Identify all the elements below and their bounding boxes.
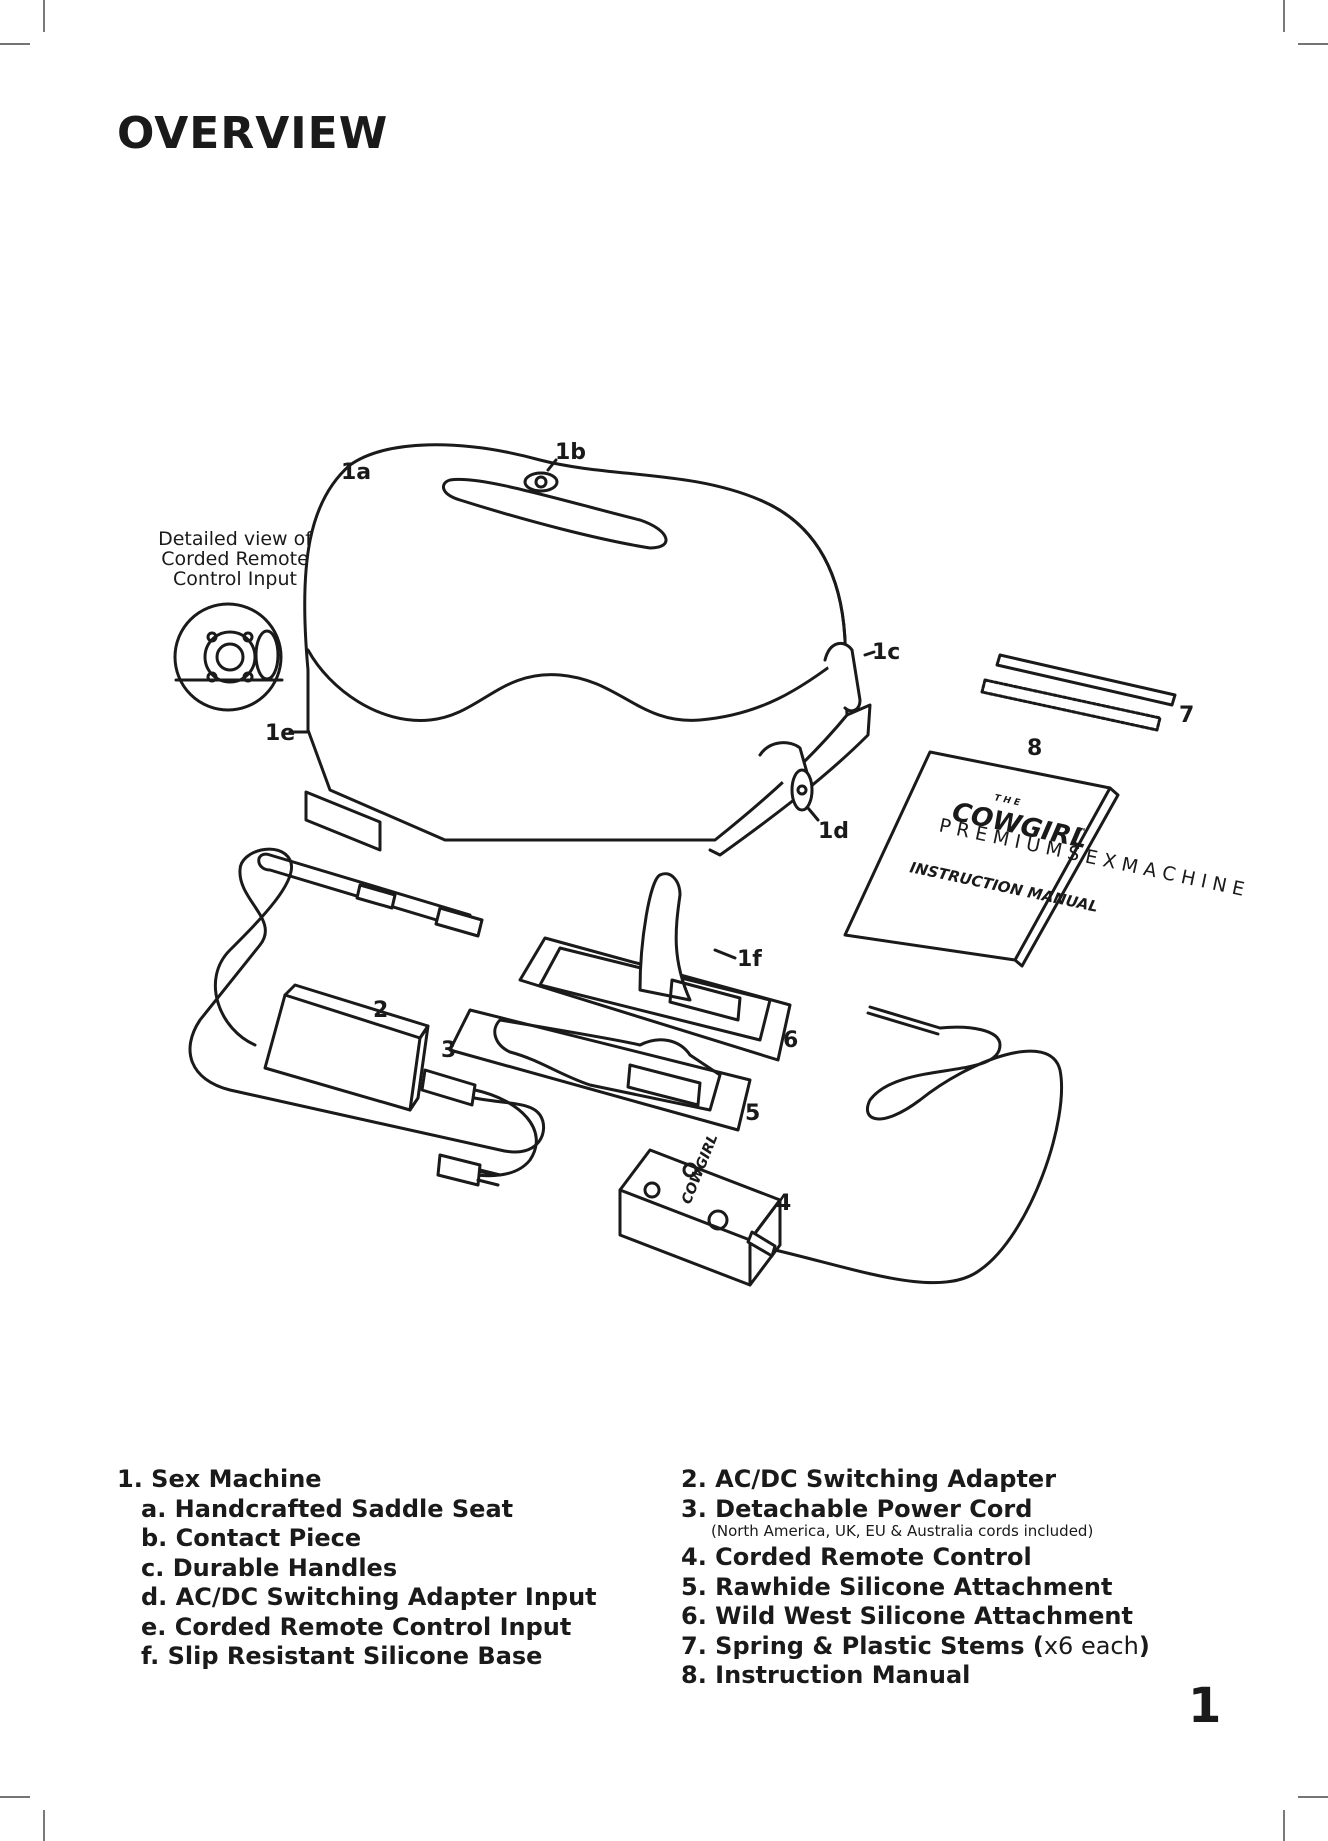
list-item-3: 3. Detachable Power Cord — [681, 1494, 1033, 1523]
remote-input-detail-view — [173, 602, 284, 712]
list-item-7: 7. Spring & Plastic Stems (x6 each) — [681, 1632, 1150, 1662]
corded-remote-control — [618, 1005, 1063, 1287]
silicone-base-left — [304, 790, 382, 852]
list-item-7-qty: x6 each — [1043, 1631, 1139, 1660]
detail-callout-line-3: Control Input — [173, 568, 297, 590]
label-5: 5 — [745, 1101, 760, 1126]
label-8: 8 — [1027, 736, 1042, 761]
label-1b: 1b — [555, 440, 586, 465]
list-item-5: 5. Rawhide Silicone Attachment — [681, 1572, 1113, 1601]
label-1e: 1e — [265, 721, 295, 746]
label-2: 2 — [373, 998, 388, 1023]
leader-1f — [713, 948, 737, 960]
label-1d: 1d — [818, 819, 849, 844]
list-item-8: 8. Instruction Manual — [681, 1661, 971, 1689]
sex-machine — [303, 443, 872, 857]
list-item-1f: f. Slip Resistant Silicone Base — [141, 1642, 543, 1670]
ac-dc-adapter — [188, 847, 546, 1154]
instruction-manual — [843, 750, 1120, 968]
list-item-7-suffix: ) — [1138, 1631, 1150, 1660]
rawhide-attachment — [448, 1008, 752, 1132]
list-item-1: 1. Sex Machine — [117, 1465, 322, 1493]
parts-list-right: 2. AC/DC Switching Adapter 3. Detachable… — [681, 1465, 1150, 1691]
remote-cord-connector — [257, 852, 484, 938]
list-item-1b: b. Contact Piece — [141, 1524, 362, 1552]
page-title: OVERVIEW — [117, 108, 389, 159]
label-3: 3 — [441, 1038, 456, 1063]
label-6: 6 — [783, 1028, 798, 1053]
manual-tm-text: ™ — [1075, 826, 1087, 839]
parts-list-left: 1. Sex Machine a. Handcrafted Saddle Sea… — [117, 1465, 597, 1672]
list-item-7-prefix: 7. Spring & Plastic Stems ( — [681, 1631, 1044, 1660]
label-1c: 1c — [872, 640, 900, 665]
label-1f: 1f — [737, 947, 762, 972]
label-7: 7 — [1179, 703, 1194, 728]
label-4: 4 — [776, 1191, 791, 1216]
contact-piece — [523, 458, 559, 493]
list-item-3-note: (North America, UK, EU & Australia cords… — [711, 1522, 1094, 1540]
page-number: 1 — [1188, 1678, 1222, 1734]
list-item-1a: a. Handcrafted Saddle Seat — [141, 1494, 514, 1523]
contact-slot — [442, 477, 668, 550]
list-item-1e: e. Corded Remote Control Input — [141, 1612, 572, 1641]
detail-callout-line-2: Corded Remote — [161, 548, 309, 570]
list-item-1c: c. Durable Handles — [141, 1553, 398, 1582]
adapter-input-port — [790, 768, 820, 822]
spring-and-plastic-stems — [980, 653, 1177, 732]
list-item-2: 2. AC/DC Switching Adapter — [681, 1465, 1057, 1493]
list-item-4: 4. Corded Remote Control — [681, 1543, 1032, 1571]
label-1a: 1a — [341, 460, 371, 485]
wild-west-attachment — [518, 872, 792, 1062]
power-cord — [420, 1068, 538, 1187]
detail-callout-line-1: Detailed view of — [158, 528, 313, 550]
list-item-1d: d. AC/DC Switching Adapter Input — [141, 1583, 597, 1611]
list-item-6: 6. Wild West Silicone Attachment — [681, 1602, 1133, 1630]
